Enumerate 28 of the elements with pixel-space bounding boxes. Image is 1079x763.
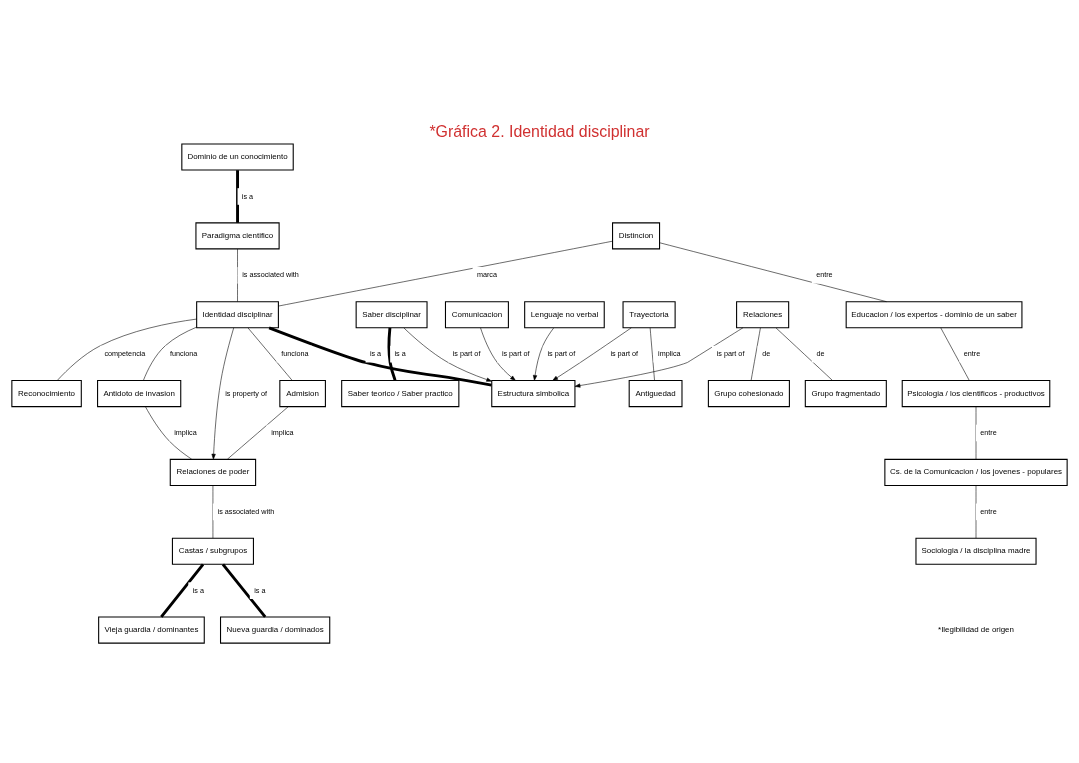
edge-label: is part of [610,348,639,358]
edge-label: is a [254,585,266,595]
edge-label: implica [271,427,294,437]
edge-label: is associated with [217,506,275,516]
edge-label: implica [174,427,197,437]
edge-label: is a [394,348,406,358]
edge-label: entre [816,269,833,279]
edge-label: funciona [169,348,198,358]
edge-label: de [816,348,825,358]
caption: *Ilegibilidad de origen [938,624,1014,634]
edge-label: is part of [716,348,745,358]
edge-label: entre [963,348,981,358]
edge-label: competencia [104,348,146,358]
diagram-title: *Gráfica 2. Identidad disciplinar [429,122,650,140]
edge-label: marca [476,269,497,279]
edge-label: is a [369,348,382,358]
edge-label: is part of [547,348,576,358]
edge-label: is a [192,585,204,595]
edge-label: is part of [501,348,530,358]
edge-label: is part of [452,348,481,358]
edge-label: entre [980,427,997,437]
edge-label: de [762,348,771,358]
edge-label: is property of [225,388,267,398]
edge-label: entre [980,506,997,516]
edge-label: is associated with [242,269,299,279]
edge-label: is a [241,191,254,201]
edge-label: funciona [281,348,309,358]
edge-label: implica [658,348,681,358]
